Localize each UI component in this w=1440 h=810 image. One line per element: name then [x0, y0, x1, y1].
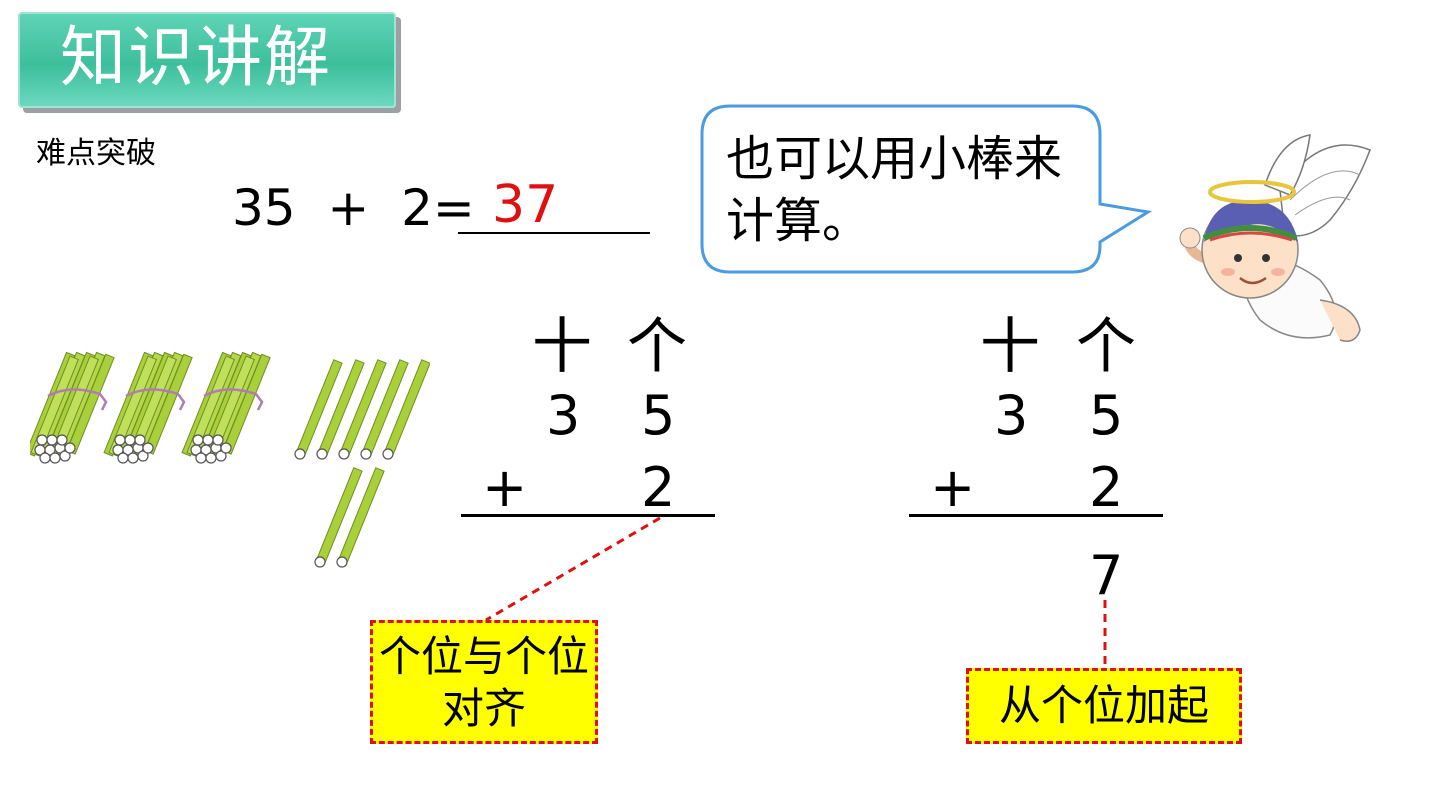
page-title: 知识讲解: [60, 19, 332, 96]
addend-digit: 2: [1089, 456, 1124, 519]
tens-digit: 3: [994, 384, 1029, 447]
tens-digit: 3: [546, 384, 581, 447]
plus-operator: +: [930, 456, 976, 519]
plus-operator: +: [482, 456, 528, 519]
addend-digit: 2: [641, 456, 676, 519]
tens-place-label: 十: [980, 312, 1040, 382]
bubble-text: 也可以用小棒来计算。: [726, 131, 1063, 249]
section-subtitle: 难点突破: [36, 136, 156, 171]
ones-place-label: 个: [627, 312, 687, 382]
speech-bubble: [700, 104, 1153, 274]
result-ones-digit: 7: [1089, 544, 1124, 607]
ones-digit: 5: [641, 384, 676, 447]
ones-digit: 5: [1089, 384, 1124, 447]
title-banner: [18, 12, 396, 108]
sum-rule: [909, 514, 1163, 517]
equation-answer: 37: [492, 175, 559, 235]
start-ones-callout: 从个位加起: [966, 668, 1242, 744]
angel-illustration: [1179, 134, 1371, 342]
equation: 35 + 2=: [232, 179, 475, 237]
sum-rule: [461, 514, 715, 517]
ones-place-label: 个: [1076, 312, 1136, 382]
alignment-callout: 个位与个位对齐: [370, 620, 598, 744]
tens-place-label: 十: [532, 312, 592, 382]
answer-underline: [458, 232, 650, 234]
